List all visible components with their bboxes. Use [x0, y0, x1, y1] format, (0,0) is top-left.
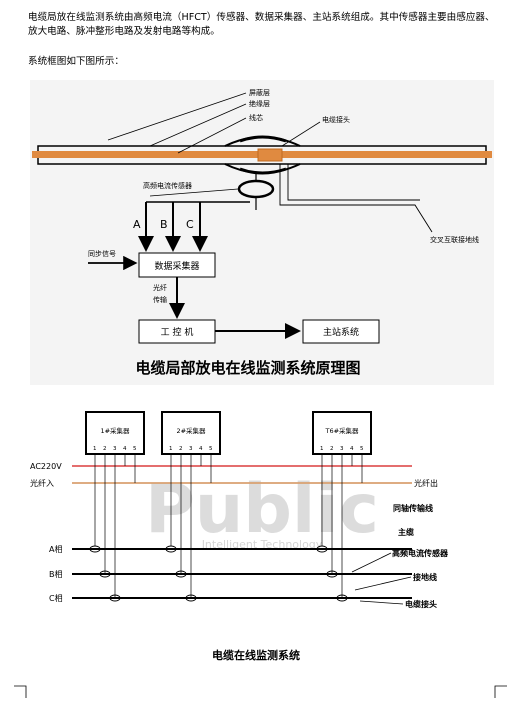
collector-1-label: 1#采集器 — [100, 426, 130, 435]
collector-drops — [94, 454, 363, 598]
cable-joint-bottom — [239, 167, 287, 175]
label-collector: 数据采集器 — [154, 260, 199, 272]
label-ipc: 工 控 机 — [161, 326, 194, 338]
collector-t6 — [312, 411, 372, 455]
label-phase-c: C相 — [49, 593, 63, 603]
label-hfct: 高频电流传感器 — [392, 548, 449, 558]
leader-hfct — [149, 188, 239, 197]
collector-2 — [161, 411, 221, 455]
intro-paragraph: 电缆局放在线监测系统由高频电流（HFCT）传感器、数据采集器、主站系统组成。其中… — [28, 12, 495, 37]
label-phase-b: B — [160, 218, 168, 231]
label-phase-a: A相 — [49, 544, 62, 554]
collector-t6-label: T6#采集器 — [324, 426, 359, 435]
label-main-cable: 主缆 — [398, 527, 414, 537]
label-transmission: 传输 — [153, 295, 167, 304]
collector-1 — [85, 411, 145, 455]
label-fiber: 光纤 — [153, 283, 167, 292]
figure1-background — [30, 80, 494, 385]
terminal-1: 1 — [93, 446, 97, 452]
terminal-3: 3 — [189, 446, 193, 452]
leader-core — [177, 117, 247, 154]
leader-joint — [281, 121, 321, 147]
cross-ground-line — [279, 164, 433, 233]
cable-joint-top — [239, 135, 287, 143]
leader-shield — [107, 92, 247, 141]
terminal-4: 4 — [199, 446, 203, 452]
label-fiber-out: 光纤出 — [414, 478, 438, 488]
pointer-lines — [351, 552, 412, 605]
label-fiber-in: 光纤入 — [30, 478, 54, 488]
box-collector — [138, 252, 216, 278]
label-phase-b: B相 — [49, 569, 63, 579]
label-insulation: 绝缘层 — [249, 99, 270, 108]
label-joint: 电缆接头 — [322, 115, 350, 124]
terminal-2: 2 — [330, 446, 334, 452]
label-cable-joint: 电缆接头 — [405, 599, 437, 609]
label-core: 线芯 — [249, 113, 263, 122]
label-phase-a: A — [133, 218, 141, 231]
sensor-joints — [89, 545, 348, 602]
terminal-1: 1 — [320, 446, 324, 452]
cable-joint-block — [257, 148, 283, 162]
figure-monitoring-system: Public Intelligent Technology 1#采集器 2#采集… — [30, 411, 449, 662]
label-master: 主站系统 — [323, 326, 359, 338]
label-cross-ground: 交叉互联接地线 — [430, 235, 479, 244]
terminal-3: 3 — [340, 446, 344, 452]
collector-2-label: 2#采集器 — [176, 426, 206, 435]
collector-terminals: 1 2 3 4 5 1 2 3 4 5 1 2 3 4 5 — [93, 446, 364, 452]
terminal-2: 2 — [179, 446, 183, 452]
terminal-4: 4 — [123, 446, 127, 452]
figure2-caption: 电缆在线监测系统 — [212, 648, 300, 662]
cross-ground-line-2 — [287, 164, 420, 201]
label-ac220v: AC220V — [30, 462, 62, 471]
terminal-4: 4 — [350, 446, 354, 452]
figure1-caption: 电缆局部放电在线监测系统原理图 — [135, 359, 360, 377]
terminal-3: 3 — [113, 446, 117, 452]
page-corner-marks — [14, 685, 507, 698]
label-coax: 同轴传输线 — [393, 503, 433, 513]
watermark-sub: Intelligent Technology — [202, 538, 323, 551]
label-shield: 屏蔽层 — [249, 88, 270, 97]
label-phase-c: C — [186, 218, 194, 231]
terminal-2: 2 — [103, 446, 107, 452]
terminal-5: 5 — [209, 446, 213, 452]
label-sync: 同步信号 — [88, 249, 116, 258]
terminal-5: 5 — [133, 446, 137, 452]
box-master — [302, 319, 380, 344]
diagram-intro: 系统框图如下图所示： — [28, 56, 124, 67]
terminal-5: 5 — [360, 446, 364, 452]
figure-principle-diagram: 屏蔽层 绝缘层 线芯 电缆接头 高频电流传感器 交叉互联接地线 A B C 数据… — [30, 80, 494, 385]
leader-insulation — [149, 103, 247, 147]
terminal-1: 1 — [169, 446, 173, 452]
label-hfct: 高频电流传感器 — [143, 181, 192, 190]
label-ground-wire: 接地线 — [413, 572, 437, 582]
